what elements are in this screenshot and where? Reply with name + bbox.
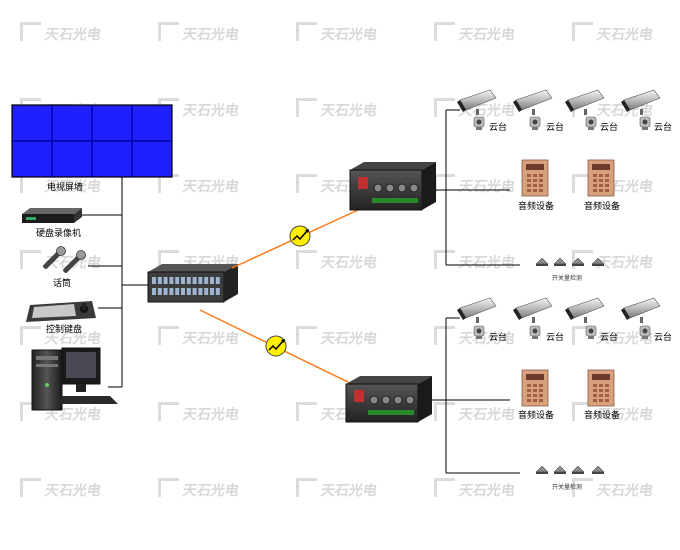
- alarm-sensor-icon: [535, 465, 549, 474]
- remote-transceiver-bottom: [345, 376, 432, 423]
- multiplexer-port: [157, 288, 162, 295]
- keyboard-label: 控制键盘: [46, 325, 83, 335]
- fiber-icon-bottom: [265, 335, 287, 357]
- fiber-icon-top: [289, 225, 311, 247]
- audio-device-icon: [521, 159, 549, 197]
- multiplexer-port: [204, 277, 209, 284]
- ptz-head-icon: [529, 116, 541, 130]
- audio-device-label: 音频设备: [518, 202, 555, 212]
- multiplexer-ports: [152, 277, 220, 295]
- multiplexer-port: [169, 288, 174, 295]
- ptz-head-icon: [585, 116, 597, 130]
- alarm-sensor-icon: [571, 257, 585, 266]
- camera-icon: [457, 297, 497, 323]
- audio-device-icon: [521, 369, 549, 407]
- multiplexer-port: [181, 288, 185, 295]
- alarm-sensor-icon: [591, 465, 605, 474]
- multiplexer-port: [175, 288, 180, 295]
- multiplexer-port: [215, 288, 220, 295]
- multiplexer-port: [152, 288, 156, 295]
- multiplexer-port: [198, 277, 203, 284]
- multiplexer-port: [186, 288, 191, 295]
- camera-icon: [513, 89, 553, 115]
- multiplexer-port: [163, 277, 168, 284]
- computer-device: [31, 347, 118, 411]
- camera-icon: [621, 89, 661, 115]
- ptz-label: 云台: [489, 123, 508, 133]
- video-wall: [11, 104, 173, 178]
- audio-device-icon: [587, 159, 615, 197]
- multiplexer-port: [157, 277, 162, 284]
- ptz-label: 云台: [654, 333, 673, 343]
- camera-icon: [565, 297, 605, 323]
- switch-detection-label: 开关量检测: [552, 484, 583, 491]
- multiplexer-port: [181, 277, 185, 284]
- ptz-label: 云台: [654, 123, 673, 133]
- ptz-head-icon: [473, 116, 485, 130]
- remote-device-layer: [457, 89, 661, 474]
- camera-icon: [565, 89, 605, 115]
- alarm-sensor-icon: [553, 257, 567, 266]
- camera-icon: [513, 297, 553, 323]
- ptz-head-icon: [585, 325, 597, 339]
- left-bus: [82, 177, 148, 388]
- ptz-head-icon: [639, 116, 651, 130]
- multiplexer-port: [163, 288, 168, 295]
- ptz-label: 云台: [489, 333, 508, 343]
- switch-detection-label: 开关量检测: [552, 275, 583, 282]
- alarm-sensor-icon: [553, 465, 567, 474]
- multiplexer-port: [198, 288, 203, 295]
- audio-device-label: 音频设备: [518, 411, 555, 421]
- alarm-sensor-icon: [535, 257, 549, 266]
- microphone-label: 话筒: [53, 279, 72, 289]
- camera-icon: [457, 89, 497, 115]
- alarm-sensor-icon: [571, 465, 585, 474]
- ptz-head-icon: [639, 325, 651, 339]
- ptz-label: 云台: [546, 333, 565, 343]
- alarm-sensor-icon: [591, 257, 605, 266]
- control-keyboard-device: [26, 301, 96, 322]
- multiplexer-port: [192, 277, 197, 284]
- ptz-head-icon: [473, 325, 485, 339]
- multiplexer-port: [210, 288, 214, 295]
- multiplexer-port: [192, 288, 197, 295]
- ptz-label: 云台: [546, 123, 565, 133]
- microphone-device: [43, 246, 86, 273]
- dvr-device: [22, 208, 82, 223]
- video-wall-label: 电视屏墙: [47, 183, 84, 193]
- audio-device-label: 音频设备: [584, 411, 621, 421]
- ptz-label: 云台: [600, 123, 619, 133]
- multiplexer-port: [210, 277, 214, 284]
- multiplexer-port: [169, 277, 174, 284]
- multiplexer-port: [152, 277, 156, 284]
- multiplexer-port: [175, 277, 180, 284]
- dvr-label: 硬盘录像机: [36, 229, 82, 239]
- camera-icon: [621, 297, 661, 323]
- multiplexer-port: [215, 277, 220, 284]
- audio-device-icon: [587, 369, 615, 407]
- ptz-label: 云台: [600, 333, 619, 343]
- ptz-head-icon: [529, 325, 541, 339]
- remote-transceiver-top: [349, 162, 436, 211]
- multiplexer-port: [204, 288, 209, 295]
- audio-device-label: 音频设备: [584, 202, 621, 212]
- multiplexer-port: [186, 277, 191, 284]
- right-bus: [432, 109, 520, 474]
